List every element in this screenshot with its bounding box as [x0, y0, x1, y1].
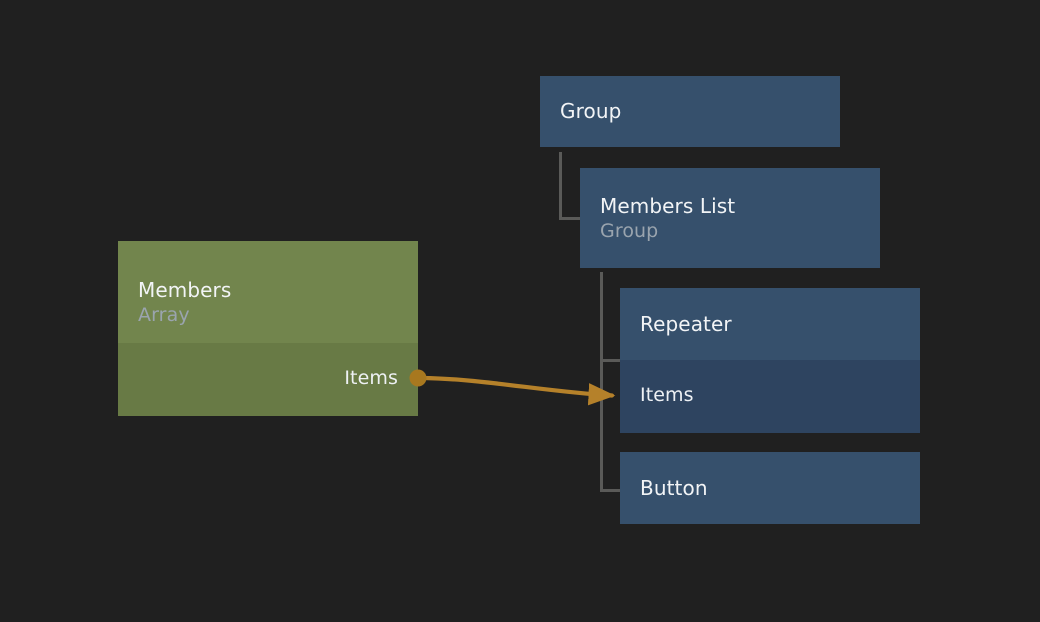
node-members-list-subtitle: Group: [600, 219, 659, 242]
connection-members-items-to-repeater-items: [415, 375, 616, 406]
tree-line-group-to-members-list: [559, 152, 580, 220]
node-button-title: Button: [640, 475, 708, 500]
node-members-list-header: Members List Group: [580, 168, 880, 268]
node-button-header: Button: [620, 452, 920, 524]
node-group[interactable]: Group: [540, 76, 840, 147]
node-button[interactable]: Button: [620, 452, 920, 524]
node-repeater-header: Repeater: [620, 288, 920, 360]
node-group-header: Group: [540, 76, 840, 147]
node-members-subtitle: Array: [138, 303, 190, 326]
tree-line-members-list-spine: [600, 272, 620, 492]
node-repeater-port-items-label: Items: [640, 384, 694, 406]
node-members-header: Members Array: [118, 241, 418, 343]
node-members[interactable]: Members Array Items: [118, 241, 418, 416]
node-members-title: Members: [138, 277, 232, 302]
node-members-body: Items: [118, 343, 418, 416]
node-members-port-items[interactable]: Items: [344, 366, 398, 390]
node-repeater-port-items[interactable]: Items: [640, 383, 694, 407]
node-members-list[interactable]: Members List Group: [580, 168, 880, 268]
node-repeater-title: Repeater: [640, 311, 732, 336]
node-repeater[interactable]: Repeater Items: [620, 288, 920, 433]
node-repeater-body: Items: [620, 360, 920, 433]
node-members-list-title: Members List: [600, 193, 736, 218]
node-members-port-items-label: Items: [344, 367, 398, 389]
node-group-title: Group: [560, 99, 622, 123]
